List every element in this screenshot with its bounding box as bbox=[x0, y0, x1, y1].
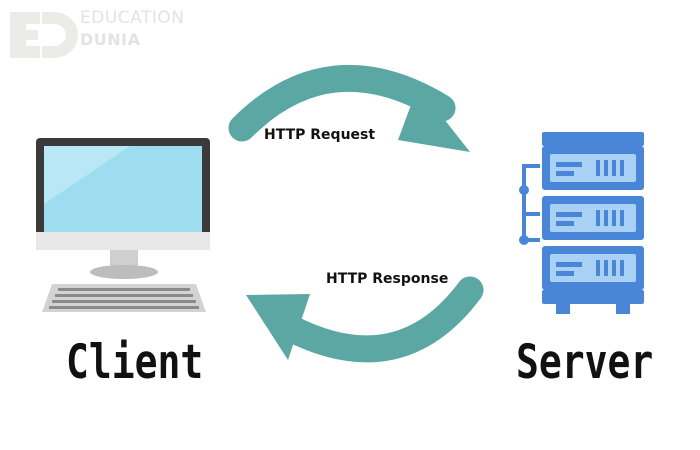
client-computer-icon bbox=[36, 138, 210, 312]
server-icon bbox=[519, 132, 644, 314]
monitor-stand bbox=[90, 265, 158, 279]
monitor-bezel bbox=[36, 232, 210, 250]
watermark-line2: DUNIA bbox=[80, 30, 141, 49]
response-arrow bbox=[246, 276, 484, 363]
server-label: Server bbox=[516, 334, 654, 390]
http-request-label: HTTP Request bbox=[264, 127, 376, 143]
educationdunia-logo-icon bbox=[10, 12, 78, 58]
server-base bbox=[542, 290, 644, 304]
educationdunia-watermark: EDUCATION DUNIA bbox=[0, 0, 200, 64]
request-arrow bbox=[228, 64, 470, 152]
server-top bbox=[542, 132, 644, 146]
monitor-neck bbox=[110, 250, 138, 268]
watermark-line1: EDUCATION bbox=[80, 8, 185, 28]
http-response-label: HTTP Response bbox=[326, 271, 449, 287]
client-label: Client bbox=[66, 334, 204, 390]
